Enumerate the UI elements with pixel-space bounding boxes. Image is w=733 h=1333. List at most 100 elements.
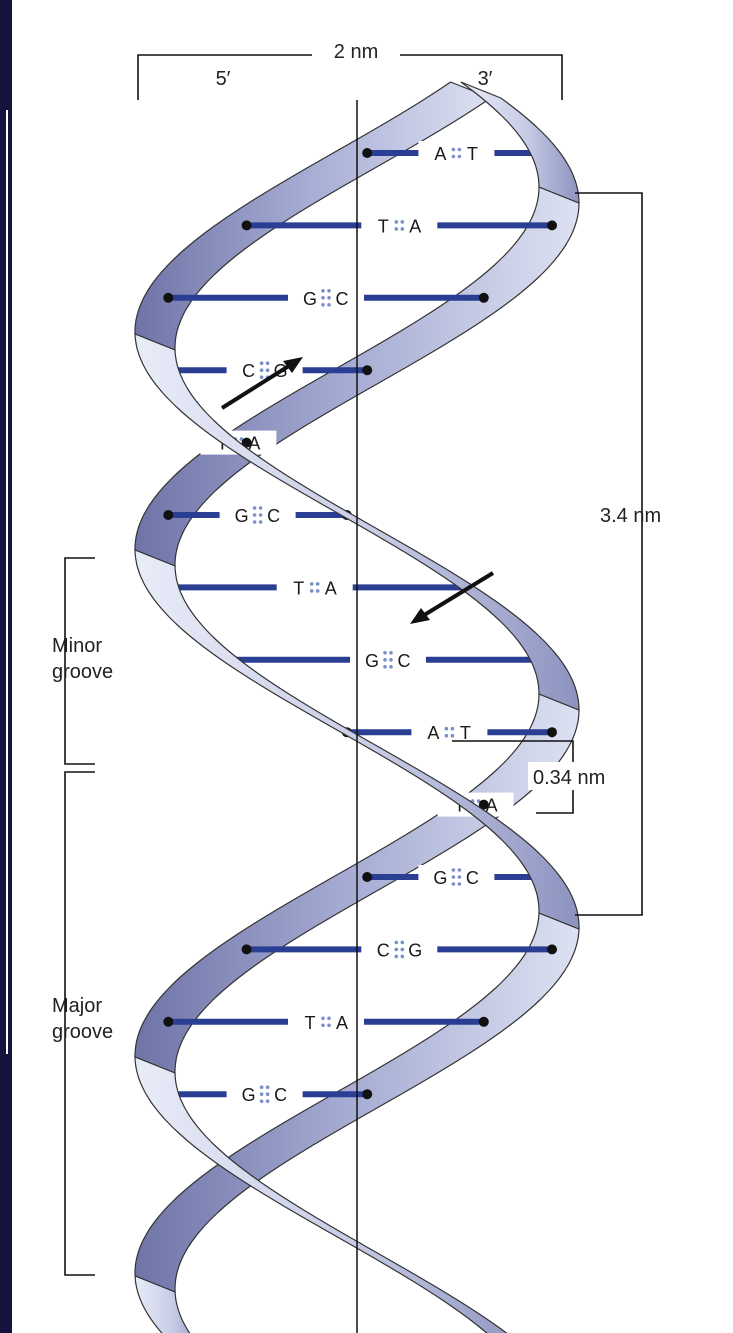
base-left-label-13: G [242, 1085, 256, 1105]
base-right-label-10: C [466, 868, 479, 888]
major-groove-bracket [64, 771, 95, 1276]
h-bond-dot-5-1-0 [258, 506, 263, 510]
base-right-label-7: C [398, 651, 411, 671]
h-bond-dot-2-1-1 [327, 296, 331, 300]
major-groove-label-line2: groove [52, 1021, 113, 1043]
base-right-label-13: C [274, 1085, 287, 1105]
base-right-label-11: G [408, 940, 422, 960]
base-pair-label-bg-2 [288, 285, 364, 310]
base-left-label-5: G [235, 506, 249, 526]
turn-length-bracket [575, 192, 643, 916]
h-bond-dot-11-0-0 [394, 940, 399, 945]
backbone-dot-12-1 [478, 1016, 489, 1027]
h-bond-dot-1-0-1 [394, 227, 399, 231]
minor-groove-label: Minor groove [52, 635, 113, 683]
h-bond-dot-6-0-1 [309, 589, 314, 593]
backbone-dot-11-1 [547, 944, 557, 955]
backbone-dot-10-0 [362, 872, 373, 882]
minor-groove-label-line1: Minor [52, 635, 102, 657]
h-bond-dot-6-0-0 [309, 582, 314, 586]
backbone-dot-9-1 [478, 799, 489, 810]
h-bond-dot-12-1-1 [327, 1023, 331, 1028]
base-pair-label-bg-5 [219, 503, 296, 527]
backbone-dot-5-0 [163, 510, 174, 520]
base-pair-label-bg-1 [361, 213, 438, 238]
h-bond-dot-5-0-0 [252, 506, 257, 510]
base-right-label-0: T [467, 144, 478, 164]
rise-label: 0.34 nm [533, 767, 605, 789]
h-bond-dot-0-0-1 [451, 154, 456, 159]
h-bond-dot-13-0-2 [259, 1099, 264, 1103]
base-pair-label-bg-0 [418, 141, 495, 165]
h-bond-dot-13-0-1 [259, 1092, 264, 1096]
h-bond-dot-6-1-0 [315, 582, 320, 586]
h-bond-dot-1-1-1 [400, 227, 405, 231]
base-left-label-12: T [305, 1013, 316, 1033]
h-bond-dot-7-1-0 [389, 651, 393, 655]
base-right-label-2: C [336, 289, 349, 309]
base-right-label-6: A [325, 578, 337, 598]
h-bond-dot-7-1-1 [389, 658, 393, 662]
backbone-dot-2-0 [163, 292, 174, 303]
h-bond-dot-13-1-0 [265, 1085, 270, 1089]
h-bond-dot-7-0-1 [383, 658, 387, 662]
base-right-label-9: A [486, 796, 498, 816]
strand-direction-arrow-up [220, 357, 303, 410]
h-bond-dot-3-0-2 [259, 375, 264, 380]
backbone-dot-8-1 [547, 727, 557, 738]
h-bond-dot-5-1-2 [258, 520, 263, 524]
h-bond-dot-1-0-0 [394, 220, 399, 224]
h-bond-dot-13-1-2 [265, 1099, 270, 1103]
base-right-label-12: A [336, 1013, 348, 1033]
backbone-dot-12-0 [163, 1016, 174, 1027]
h-bond-dot-3-1-0 [265, 361, 270, 366]
backbone-dot-1-1 [547, 220, 557, 231]
base-pairs: ATTAGCCGTAGCTAGCATTAGCCGTAGC [157, 141, 557, 1107]
h-bond-dot-2-0-2 [321, 303, 325, 307]
h-bond-dot-10-0-1 [451, 875, 456, 879]
base-right-label-1: A [409, 216, 421, 236]
h-bond-dot-11-1-0 [400, 940, 405, 945]
h-bond-dot-2-1-0 [327, 289, 331, 293]
base-left-label-6: T [293, 578, 304, 598]
base-left-label-8: A [427, 723, 439, 743]
h-bond-dot-7-1-2 [389, 665, 393, 669]
h-bond-dot-13-1-1 [265, 1092, 270, 1096]
backbone-dot-11-0 [241, 944, 252, 955]
strand-b-segment-3 [134, 1056, 508, 1333]
h-bond-dot-9-1-0 [476, 799, 481, 803]
backbone-dot-1-0 [241, 220, 252, 231]
turn-length-label: 3.4 nm [600, 505, 661, 527]
h-bond-dot-10-1-1 [457, 875, 462, 879]
major-groove-label-line1: Major [52, 995, 102, 1017]
base-right-label-8: T [460, 723, 471, 743]
h-bond-dot-0-1-0 [457, 147, 462, 152]
rise-label-bg [528, 762, 628, 790]
base-pair-label-bg-7 [350, 647, 426, 672]
backbone-dot-0-0 [362, 148, 373, 158]
h-bond-dot-2-0-1 [321, 296, 325, 300]
base-pair-label-bg-10 [418, 865, 495, 889]
h-bond-dot-3-0-0 [259, 361, 264, 366]
h-bond-dot-8-1-0 [450, 726, 455, 731]
h-bond-dot-7-0-2 [383, 665, 387, 669]
h-bond-dot-5-1-1 [258, 513, 263, 517]
h-bond-dot-11-1-2 [400, 954, 405, 959]
strand-a-segment-0 [460, 81, 580, 204]
base-left-label-0: A [434, 144, 446, 164]
h-bond-dot-11-0-2 [394, 954, 399, 959]
width-bracket [137, 54, 563, 100]
base-pair-label-bg-11 [361, 937, 438, 962]
h-bond-dot-8-1-1 [450, 733, 455, 738]
base-left-label-10: G [433, 868, 447, 888]
base-right-label-4: A [248, 434, 260, 454]
three-prime-label: 3′ [478, 68, 493, 90]
base-left-label-11: C [377, 940, 390, 960]
h-bond-dot-11-0-1 [394, 947, 399, 952]
h-bond-dot-8-0-1 [444, 733, 449, 738]
h-bond-dot-10-1-2 [457, 882, 462, 886]
backbone-dot-3-1 [362, 365, 373, 376]
five-prime-label: 5′ [216, 68, 231, 90]
h-bond-dot-10-0-2 [451, 882, 456, 886]
